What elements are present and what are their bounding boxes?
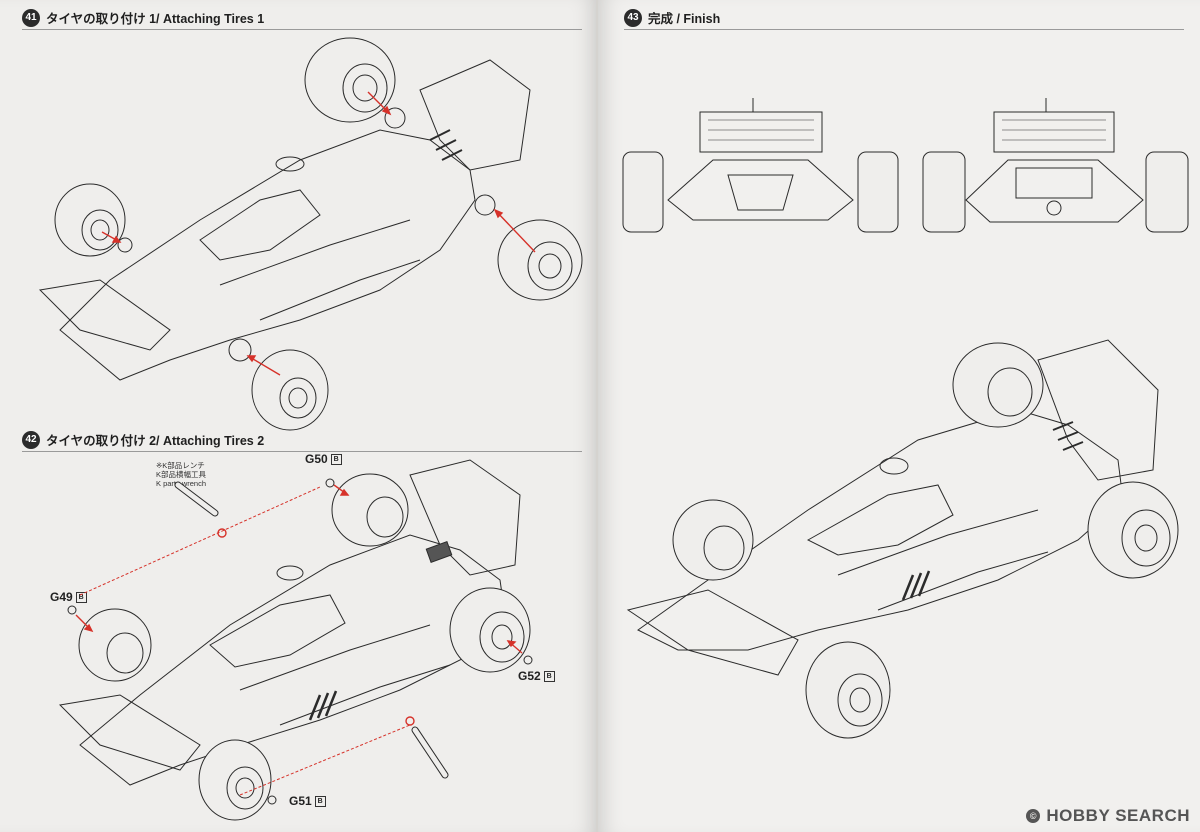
finished-sidepod [837,509,1039,576]
hub-rear-right [474,194,496,216]
runner-box-g50: B [330,453,342,465]
sidepod-line-3 [239,624,431,691]
guide-line-lower [239,724,411,796]
copyright-icon: © [1026,809,1041,823]
part-label-g49: G49 B [50,590,87,604]
part-label-g50: G50 B [305,452,342,466]
airbox-2 [276,565,304,581]
part-label-g52: G52 B [518,669,555,683]
hub-front-right [228,338,252,362]
finished-car-drawing [626,339,1179,739]
step-41-title: タイヤの取り付け 1/ Attaching Tires 1 [46,12,265,26]
finished-tire-fl [672,499,754,581]
wrench-top-inner [175,482,218,516]
part-label-g51: G51 B [289,794,326,808]
step-43-header: 43 完成 / Finish [624,8,720,27]
watermark-text: HOBBY SEARCH [1046,806,1190,825]
front-view [622,98,899,233]
finished-tire-rl [952,342,1044,428]
finished-vent [1052,421,1084,451]
step-41-drawing [38,37,583,431]
step-42-header: 42 タイヤの取り付け 2/ Attaching Tires 2 [22,430,264,449]
stripe-detail [308,690,338,721]
front-rear-views [622,98,1189,233]
socket-mark-bottom [405,716,415,726]
step-42-title: タイヤの取り付け 2/ Attaching Tires 2 [46,434,265,448]
watermark: © HOBBY SEARCH [1026,806,1190,826]
tire-rear-right [497,219,583,301]
cockpit-outline-2 [209,594,346,668]
tire-front-left-2 [78,608,152,682]
sidepod-line-2 [259,259,421,321]
nut-g51 [267,795,277,805]
finished-cockpit [806,484,954,556]
runner-box-g51: B [314,795,326,807]
finished-front-wing [626,589,799,676]
right-page: 43 完成 / Finish [598,0,1200,832]
rear-view [922,98,1189,233]
front-wing [38,279,171,351]
step-43-rule [624,29,1184,30]
tire-rear-right-2 [449,587,531,673]
wrench-bottom-inner [412,727,448,778]
tire-rear-left-2 [331,473,409,547]
finished-airbox [879,457,909,475]
step-42-number: 42 [22,430,40,449]
socket-mark-top [217,528,227,538]
tire-front-left [54,183,126,257]
part-code-g52: G52 [518,669,541,683]
part-code-g49: G49 [50,590,73,604]
finished-stripes [901,570,931,601]
wrench-note-line2: K部品横幅工具 [156,470,207,479]
tire-rear-left [304,37,396,123]
part-code-g51: G51 [289,794,312,808]
wrench-note-line1: ※K部品レンチ [156,461,205,470]
car-body-outline [59,129,476,381]
front-wing-2 [58,694,201,771]
nut-g49 [67,605,77,615]
vent-block [425,541,453,563]
rear-wing-2 [409,459,521,576]
cockpit-outline [199,189,321,261]
part-code-g50: G50 [305,452,328,466]
arrow-rear-right [494,209,536,253]
finished-sidepod-2 [877,551,1049,611]
step-43-number: 43 [624,8,642,27]
guide-line-upper [79,486,321,596]
vent-detail [429,129,463,161]
nut-g52 [523,655,533,665]
runner-box-g52: B [543,670,555,682]
runner-box-g49: B [75,591,87,603]
finished-tire-rr [1087,481,1179,579]
finished-tire-fr [805,641,891,739]
sidepod-line-4 [279,664,451,726]
airbox [275,156,305,172]
sidepod-line [219,219,411,286]
tire-front-right [251,349,329,431]
step-42-drawing [58,459,533,821]
left-page: 41 タイヤの取り付け 1/ Attaching Tires 1 [0,0,598,832]
tire-front-right-2 [198,739,272,821]
step-43-title: 完成 / Finish [648,12,721,26]
nut-g50 [325,478,335,488]
hub-front-left [117,237,133,253]
step-42-rule [22,451,582,452]
step-41-number: 41 [22,8,40,27]
step-41-rule [22,29,582,30]
rear-wing [419,59,531,171]
finished-rear-wing [1037,339,1159,481]
step-41-header: 41 タイヤの取り付け 1/ Attaching Tires 1 [22,8,264,27]
